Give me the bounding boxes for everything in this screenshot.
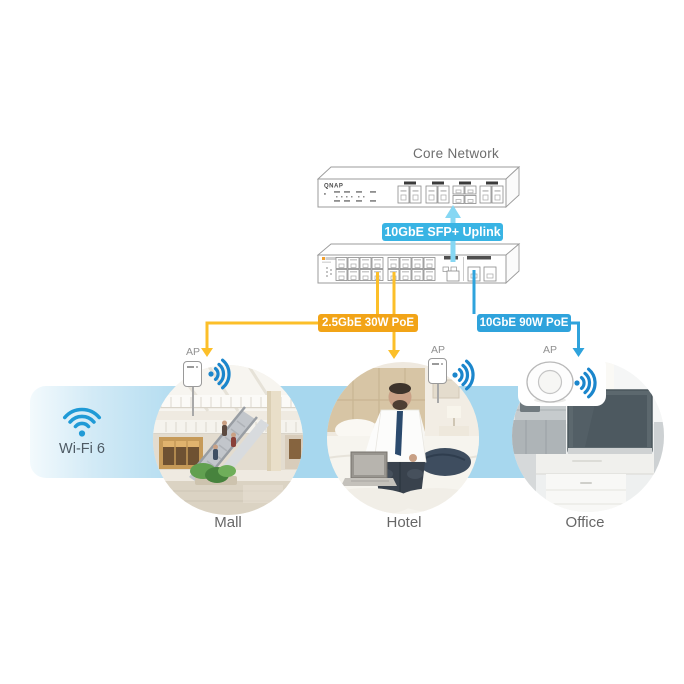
hotel-photo-circle — [327, 362, 479, 514]
mall-photo-circle — [153, 365, 303, 515]
core-switch-ports — [397, 181, 504, 204]
mall-scene — [153, 365, 303, 515]
office-label: Office — [565, 514, 605, 531]
mall-ap-pole — [192, 386, 194, 416]
core-switch-leds — [324, 191, 376, 202]
poe30-arrow-mall-icon — [201, 348, 213, 357]
mall-ap-label: AP — [185, 346, 200, 358]
core-switch: QNAP — [316, 165, 521, 209]
poe30-badge: 2.5GbE 30W PoE — [318, 314, 418, 332]
ap-logo-mark — [187, 366, 194, 368]
office-ap-signal-icon — [574, 367, 597, 399]
hotel-label: Hotel — [386, 514, 422, 531]
wifi6-icon — [63, 407, 101, 437]
office-ap-label: AP — [542, 344, 557, 356]
hotel-ap-device — [428, 358, 447, 384]
hotel-ap-pole — [437, 383, 439, 403]
poe90-badge: 10GbE 90W PoE — [477, 314, 571, 332]
ap-led — [440, 362, 443, 365]
poe90-connectors — [472, 270, 580, 349]
mall-label: Mall — [214, 514, 242, 531]
poe30-connectors — [205, 272, 396, 351]
core-switch-brand: QNAP — [324, 184, 343, 190]
core-network-label: Core Network — [412, 146, 500, 161]
office-ap-device — [526, 361, 574, 403]
poe90-arrow-office-icon — [572, 348, 585, 357]
ap-led — [195, 365, 198, 368]
ap-logo-mark — [432, 363, 439, 365]
hotel-ap-signal-icon — [452, 359, 475, 391]
poe-switch-leds — [326, 267, 332, 277]
poe-switch-front-label — [322, 257, 338, 263]
mall-ap-device — [183, 361, 202, 387]
poe30-arrow-hotel-icon — [388, 350, 400, 359]
uplink-arrow-icon — [445, 205, 461, 218]
mall-ap-signal-icon — [208, 358, 231, 390]
hotel-ap-label: AP — [430, 344, 445, 356]
wifi6-label: Wi-Fi 6 — [59, 441, 105, 457]
uplink-badge: 10GbE SFP+ Uplink — [382, 223, 503, 241]
